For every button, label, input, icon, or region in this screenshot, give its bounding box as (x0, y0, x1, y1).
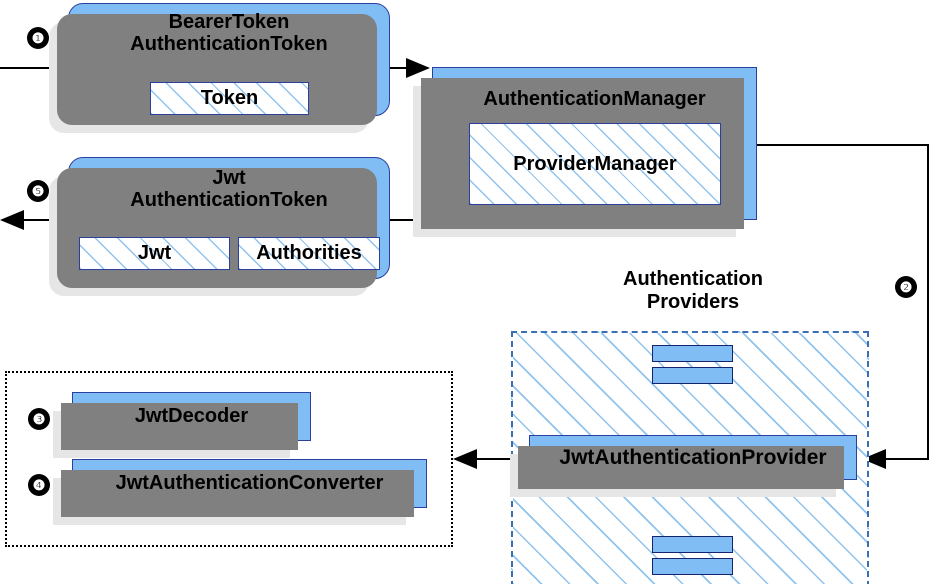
step-badge-5: ❺ (27, 180, 49, 202)
jwt-decoder-title: JwtDecoder (134, 405, 249, 428)
group-jwt-support (5, 371, 453, 547)
inner-box-provider-manager[interactable]: ProviderManager (469, 123, 721, 205)
inner-box-jwt-label: Jwt (137, 242, 172, 264)
step-badge-2: ❷ (895, 276, 917, 298)
bearer-token-title: BearerToken AuthenticationToken (130, 11, 328, 56)
authentication-providers-caption: Authentication Providers (623, 268, 763, 313)
inner-box-token-label: Token (200, 87, 259, 109)
node-jwt-decoder[interactable]: JwtDecoder (53, 392, 311, 458)
authentication-manager-title: AuthenticationManager (483, 88, 706, 110)
node-jwt-authentication-provider[interactable]: JwtAuthenticationProvider (510, 435, 857, 497)
inner-box-provider-manager-label: ProviderManager (513, 152, 677, 175)
node-jwt-authentication-converter[interactable]: JwtAuthenticationConverter (53, 459, 427, 525)
provider-bar-4[interactable] (652, 558, 733, 575)
manager-to-provider-path (757, 144, 929, 469)
provider-bar-3[interactable] (652, 536, 733, 553)
node-jwt-authentication-token[interactable]: Jwt AuthenticationToken Jwt Authorities (49, 157, 390, 296)
step-badge-3: ❸ (28, 408, 50, 430)
node-bearer-token-authentication-token[interactable]: BearerToken AuthenticationToken Token (49, 3, 390, 133)
inner-box-jwt[interactable]: Jwt (79, 237, 230, 270)
provider-bar-2[interactable] (652, 367, 733, 384)
inner-box-authorities[interactable]: Authorities (238, 237, 380, 270)
jwt-authentication-converter-title: JwtAuthenticationConverter (115, 472, 384, 495)
provider-bar-1[interactable] (652, 345, 733, 362)
inner-box-token[interactable]: Token (150, 82, 309, 115)
step-badge-4: ❹ (28, 474, 50, 496)
jwt-authentication-provider-title: JwtAuthenticationProvider (559, 445, 827, 469)
node-authentication-manager[interactable]: AuthenticationManager ProviderManager (413, 67, 757, 237)
step-badge-1: ❶ (27, 27, 49, 49)
inner-box-authorities-label: Authorities (256, 242, 362, 264)
jwt-authentication-token-title: Jwt AuthenticationToken (130, 167, 328, 212)
